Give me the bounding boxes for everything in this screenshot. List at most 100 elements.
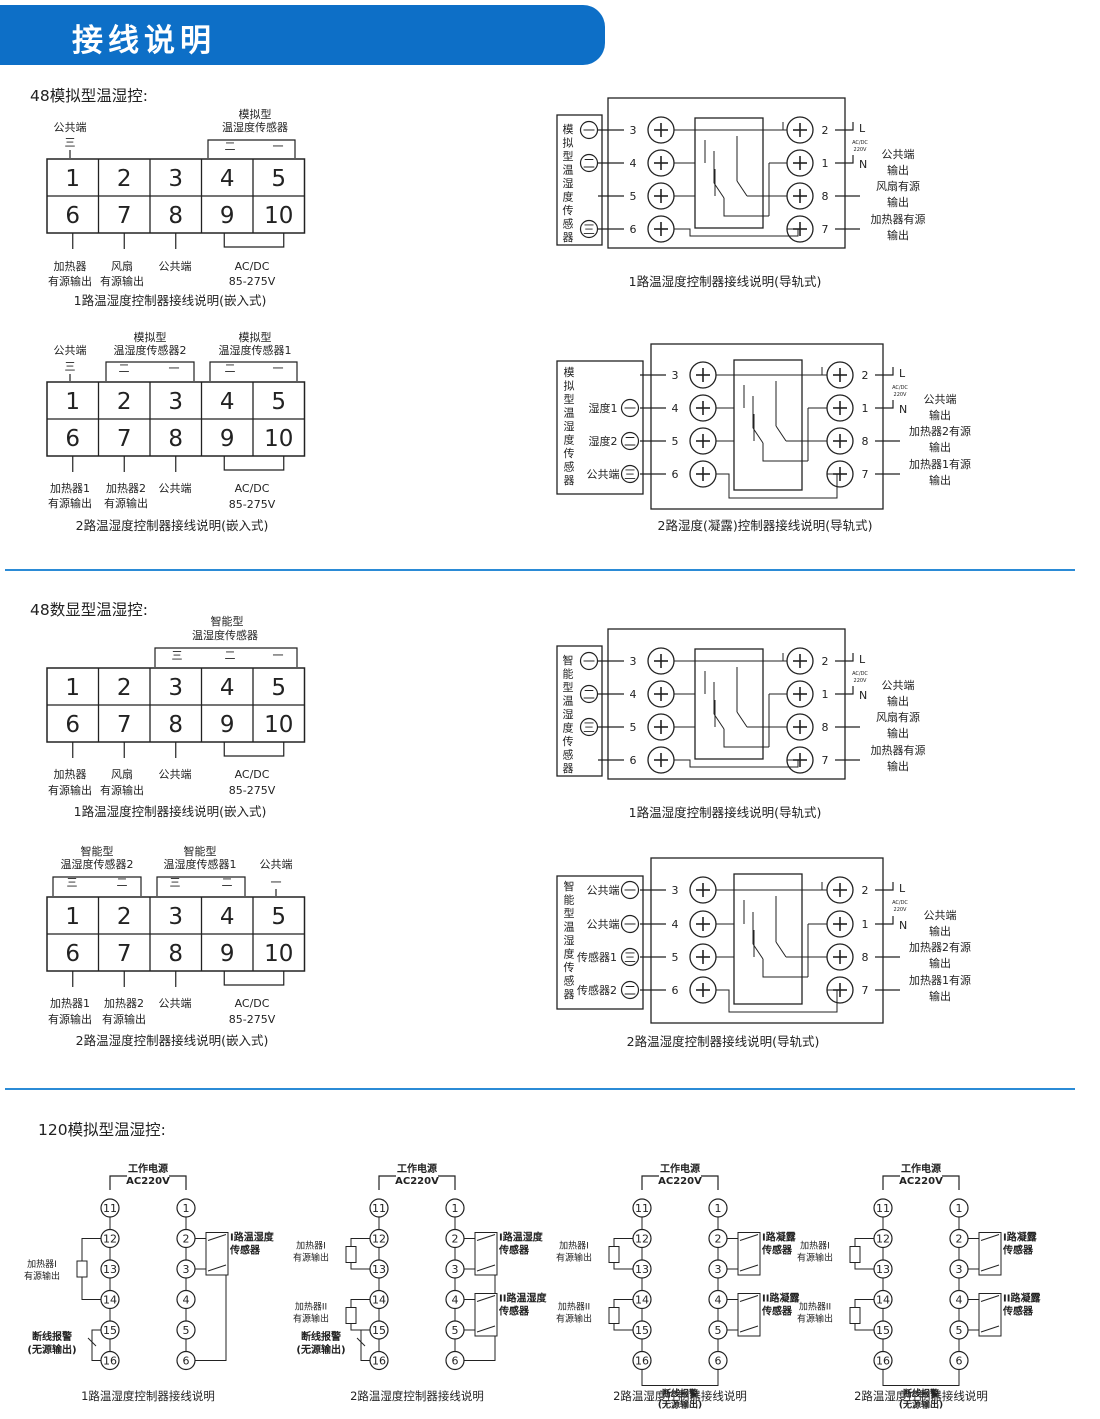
- char: 模: [563, 123, 574, 136]
- char: 器: [563, 762, 574, 775]
- terminal-number: 13: [103, 1263, 117, 1276]
- label: N: [859, 158, 867, 171]
- label: 温湿度传感器1: [164, 857, 237, 871]
- sensor-symbol: 三: [624, 468, 636, 482]
- terminal-number: 8: [168, 712, 183, 738]
- terminal-number: 15: [372, 1324, 386, 1337]
- label: 湿度2: [589, 434, 618, 448]
- label: 85-275V: [229, 1013, 276, 1026]
- char: 模: [564, 366, 575, 379]
- sensor-label: 传感器: [498, 1244, 530, 1257]
- label: 三: [172, 649, 183, 662]
- wire: [775, 941, 787, 958]
- sensor-box: [737, 1232, 761, 1276]
- terminal-number: 5: [672, 435, 679, 448]
- terminal-number: 5: [630, 721, 637, 734]
- terminal-number: 4: [672, 918, 679, 931]
- terminal-number: 2: [117, 904, 132, 930]
- caption: 1路温湿度控制器接线说明: [81, 1389, 215, 1403]
- terminal-number: 6: [672, 468, 679, 481]
- char: 型: [563, 149, 574, 163]
- caption: 1路温湿度控制器接线说明(嵌入式): [74, 804, 267, 819]
- label: 风扇有源: [876, 179, 920, 193]
- wire: [641, 1175, 659, 1190]
- wire: [835, 122, 854, 131]
- sensor-terminal: [579, 153, 599, 173]
- caption: 2路温湿度控制器接线说明: [613, 1389, 747, 1403]
- sensor-label: I路凝露: [762, 1231, 797, 1244]
- heater-label: 有源输出: [556, 1252, 592, 1264]
- label: 有源输出: [102, 1012, 146, 1026]
- wire: [109, 1175, 127, 1190]
- terminal-number: 11: [103, 1202, 117, 1215]
- power-label: 工作电源: [660, 1162, 700, 1175]
- terminal-number: 1: [862, 918, 869, 931]
- caption: 2路温湿度控制器接线说明(嵌入式): [76, 518, 269, 533]
- terminal-number: 3: [168, 904, 183, 930]
- label: 公共端: [159, 997, 192, 1010]
- wire: [154, 647, 298, 667]
- terminal-number: 6: [65, 426, 80, 452]
- label: 温湿度传感器2: [114, 343, 187, 357]
- label: 有源输出: [48, 783, 92, 797]
- sensor-label: I路温湿度: [499, 1231, 544, 1244]
- label: 输出: [929, 989, 951, 1003]
- wire: [716, 367, 823, 376]
- section-title-analog120: 120模拟型温湿控:: [38, 1121, 166, 1139]
- label: 湿度1: [589, 401, 618, 415]
- label: 一: [271, 876, 282, 889]
- label: 传感器2: [577, 984, 617, 997]
- label: AC/DC: [852, 140, 868, 146]
- sensor-box: [978, 1232, 1002, 1276]
- terminal-number: 1: [65, 389, 80, 415]
- label: 加热器: [54, 768, 87, 781]
- label: 220V: [894, 392, 908, 398]
- heater-label: 加热器II: [799, 1301, 831, 1313]
- sensor-label: 传感器: [761, 1305, 793, 1318]
- label: 加热器2: [106, 482, 146, 495]
- terminal-number: 4: [630, 157, 637, 170]
- terminal-number: 2: [822, 655, 829, 668]
- label: AC/DC: [892, 385, 908, 391]
- terminal-number: 14: [635, 1294, 649, 1307]
- terminal-number: 4: [630, 688, 637, 701]
- label: 输出: [929, 440, 951, 454]
- char: 温: [563, 164, 574, 177]
- char: 度: [564, 433, 575, 447]
- wire: [223, 456, 285, 471]
- wire: [360, 1329, 370, 1361]
- heater-label: 有源输出: [556, 1313, 592, 1325]
- terminal-number: 16: [372, 1355, 386, 1368]
- char: 传: [564, 961, 575, 974]
- label: 公共端: [882, 679, 915, 692]
- label: N: [899, 919, 907, 932]
- sensor-label: I路凝露: [1003, 1231, 1038, 1244]
- label: 220V: [854, 147, 868, 153]
- terminal-number: 4: [220, 675, 235, 701]
- label: 一: [273, 140, 284, 153]
- label: 智能型: [211, 614, 244, 628]
- char: 湿: [564, 934, 575, 947]
- alarm-label: (无源输出): [27, 1343, 76, 1356]
- terminal-number: 10: [264, 426, 293, 452]
- terminal-number: 13: [876, 1263, 890, 1276]
- label: 公共端: [882, 148, 915, 161]
- caption: 2路湿度(凝露)控制器接线说明(导轨式): [658, 518, 873, 533]
- wire: [223, 233, 285, 248]
- terminal-number: 2: [862, 369, 869, 382]
- wire: [701, 1175, 719, 1190]
- char: 能: [564, 893, 575, 907]
- wire: [882, 1369, 960, 1386]
- wire: [762, 959, 808, 978]
- wire: [739, 1264, 759, 1272]
- label: 输出: [887, 163, 909, 177]
- label: 三: [67, 876, 78, 889]
- label: 一: [273, 649, 284, 662]
- char: 传: [563, 735, 574, 748]
- box: [650, 857, 884, 1024]
- terminal-number: 14: [103, 1294, 117, 1307]
- label: 公共端: [587, 884, 620, 897]
- heater-label: 有源输出: [24, 1270, 60, 1282]
